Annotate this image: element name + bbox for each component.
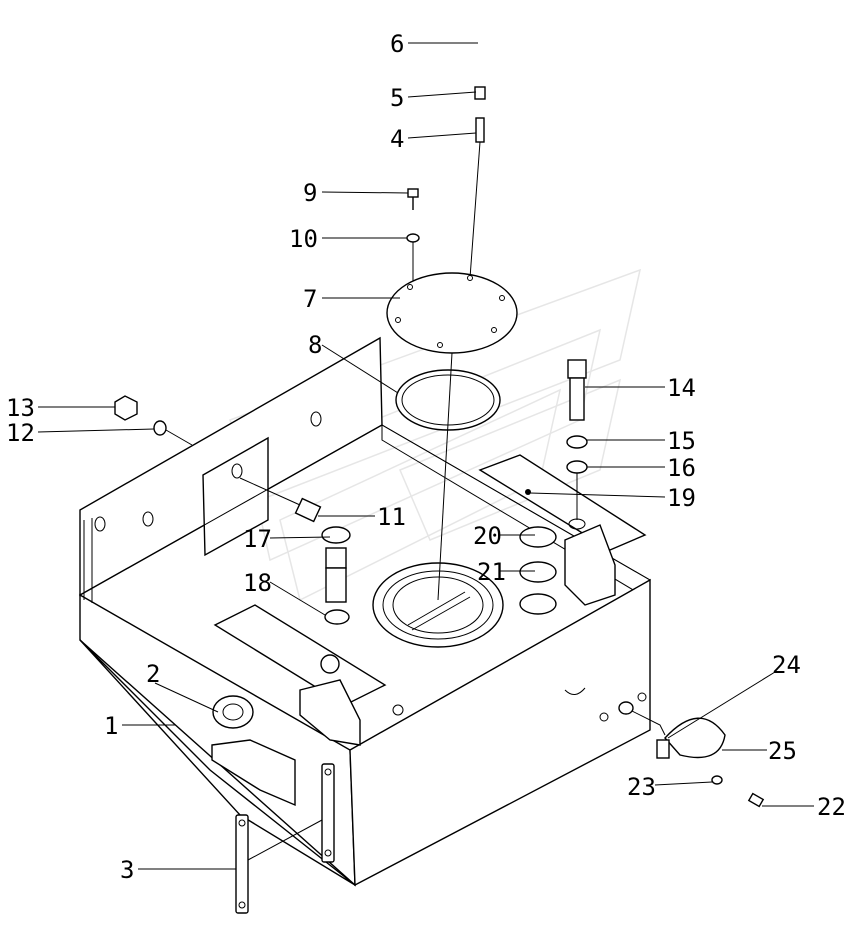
callout-12: 12 (6, 419, 35, 447)
callout-3: 3 (120, 856, 134, 884)
callout-7: 7 (303, 285, 317, 313)
callout-20: 20 (473, 522, 502, 550)
callout-11: 11 (377, 503, 406, 531)
callout-8: 8 (308, 331, 322, 359)
callout-4: 4 (390, 125, 404, 153)
callout-5: 5 (390, 84, 404, 112)
callout-6: 6 (390, 30, 404, 58)
callout-15: 15 (667, 427, 696, 455)
callout-labels: 6 5 4 9 10 7 8 13 12 11 17 18 14 15 16 1… (6, 30, 846, 884)
callout-10: 10 (289, 225, 318, 253)
callout-19: 19 (667, 484, 696, 512)
leader-lines (37, 42, 814, 870)
callout-1: 1 (104, 712, 118, 740)
callout-21: 21 (477, 558, 506, 586)
callout-9: 9 (303, 179, 317, 207)
callout-16: 16 (667, 454, 696, 482)
tank-body (78, 336, 652, 914)
callout-24: 24 (772, 651, 801, 679)
callout-17: 17 (243, 525, 272, 553)
callout-2: 2 (146, 660, 160, 688)
exploded-parts (114, 26, 765, 808)
callout-13: 13 (6, 394, 35, 422)
callout-14: 14 (667, 374, 696, 402)
callout-23: 23 (627, 773, 656, 801)
callout-22: 22 (817, 793, 846, 821)
callout-18: 18 (243, 569, 272, 597)
callout-25: 25 (768, 737, 797, 765)
